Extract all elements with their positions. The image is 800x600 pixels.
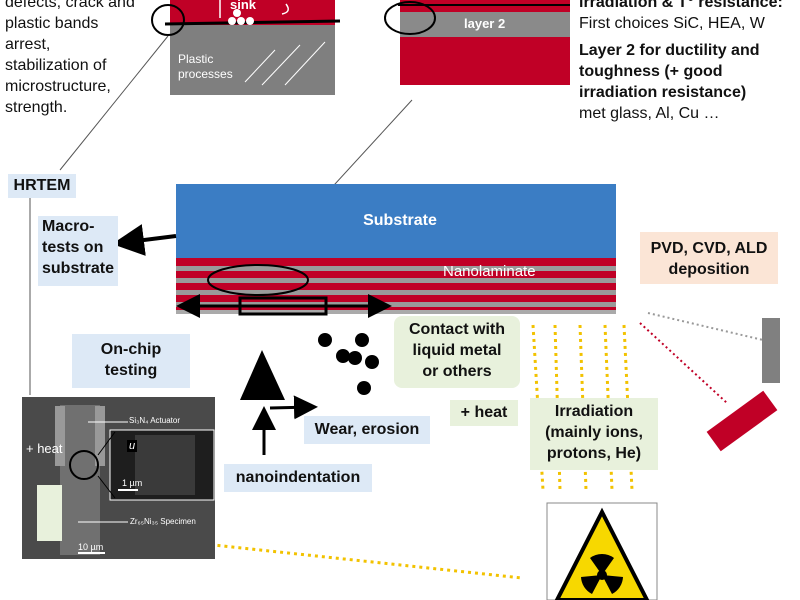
layer2-heading: Layer 2 for ductility and toughness (+ g… <box>579 42 760 101</box>
on-chip-label: On-chip testing <box>72 334 190 388</box>
nanolaminate-label: Nanolaminate <box>443 263 536 280</box>
particles <box>318 333 379 395</box>
micrograph <box>22 397 215 559</box>
macro-tests-label: Macro- tests on substrate <box>38 216 118 286</box>
micrograph-heat-label: + heat <box>26 441 63 456</box>
sink-label: sink <box>230 0 257 12</box>
deposition-label: PVD, CVD, ALD deposition <box>640 232 778 284</box>
actuator-label: Si₃N₄ Actuator <box>129 416 180 425</box>
scale-small-label: 1 µm <box>122 478 143 488</box>
heat-label: + heat <box>450 400 518 426</box>
wear-label: Wear, erosion <box>304 416 430 444</box>
source-gray <box>762 318 780 383</box>
layer2-label: layer 2 <box>464 16 506 31</box>
inset-right <box>384 0 570 85</box>
u-label: u <box>127 440 138 452</box>
nanolaminate-stack <box>176 184 616 318</box>
scale-big-label: 10 µm <box>78 542 104 552</box>
source-red <box>706 390 778 452</box>
pyramid-indenter-icon <box>240 350 285 400</box>
top-left-text: defects, crack and plastic bands arrest,… <box>5 0 135 116</box>
hrtem-label: HRTEM <box>8 174 76 198</box>
inset-left <box>151 0 341 95</box>
irradiation-label: Irradiation (mainly ions, protons, He) <box>530 398 658 470</box>
specimen-label: Zr₆₅Ni₃₅ Specimen <box>130 517 196 526</box>
substrate-label: Substrate <box>363 212 437 229</box>
top-right-text: irradiation & T° resistance: First choic… <box>579 0 800 124</box>
contact-label: Contact with liquid metal or others <box>394 316 520 388</box>
nanoindentation-label: nanoindentation <box>224 464 372 492</box>
plastic-label: Plastic processes <box>178 52 233 81</box>
radiation-warning-icon <box>546 502 658 600</box>
